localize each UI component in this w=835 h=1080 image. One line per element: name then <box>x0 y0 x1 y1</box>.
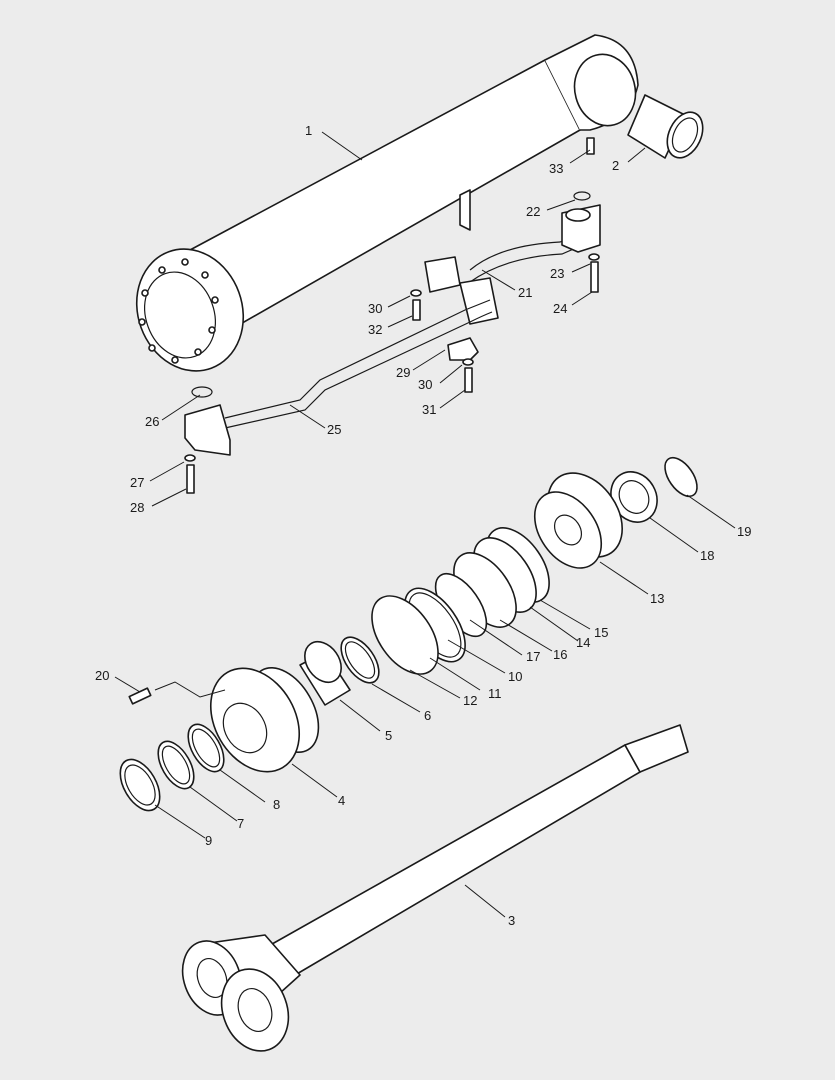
head-screw <box>128 687 152 705</box>
callout-9: 9 <box>205 833 212 848</box>
callout-31: 31 <box>422 402 436 417</box>
lower-pipe-assembly <box>184 299 493 456</box>
callout-16: 16 <box>553 647 567 662</box>
callout-12: 12 <box>463 693 477 708</box>
callout-19: 19 <box>737 524 751 539</box>
callout-2: 2 <box>612 158 619 173</box>
callout-20: 20 <box>95 668 109 683</box>
callout-33: 33 <box>549 161 563 176</box>
grease-nipple <box>586 137 595 155</box>
callout-15: 15 <box>594 625 608 640</box>
callout-labels: 1 2 3 4 5 6 7 8 9 10 11 12 13 14 15 16 1… <box>95 123 751 928</box>
callout-30-lower: 30 <box>418 377 432 392</box>
cylinder-head <box>209 666 320 773</box>
lower-bolts <box>184 358 474 494</box>
leader-lines <box>114 131 736 918</box>
callout-11: 11 <box>488 686 502 701</box>
callout-6: 6 <box>424 708 431 723</box>
upper-bolts <box>410 253 600 321</box>
pivot-bushing <box>627 94 704 159</box>
callout-28: 28 <box>130 500 144 515</box>
rod-rings <box>299 636 380 706</box>
callout-5: 5 <box>385 728 392 743</box>
callout-22: 22 <box>526 204 540 219</box>
callout-8: 8 <box>273 797 280 812</box>
callout-26: 26 <box>145 414 159 429</box>
callout-25: 25 <box>327 422 341 437</box>
callout-18: 18 <box>700 548 714 563</box>
callout-3: 3 <box>508 913 515 928</box>
callout-24: 24 <box>553 301 567 316</box>
callout-14: 14 <box>576 635 590 650</box>
flange-bolt-holes <box>138 258 219 364</box>
callout-10: 10 <box>508 669 522 684</box>
callout-32: 32 <box>368 322 382 337</box>
callout-21: 21 <box>518 285 532 300</box>
piston-seal-stack <box>371 456 698 675</box>
cylinder-tube <box>135 34 639 372</box>
callout-4: 4 <box>338 793 345 808</box>
callout-29: 29 <box>396 365 410 380</box>
callout-17: 17 <box>526 649 540 664</box>
piston-rod <box>181 724 689 1052</box>
callout-1: 1 <box>305 123 312 138</box>
callout-23: 23 <box>550 266 564 281</box>
callout-30-upper: 30 <box>368 301 382 316</box>
callout-7: 7 <box>237 816 244 831</box>
callout-27: 27 <box>130 475 144 490</box>
callout-13: 13 <box>650 591 664 606</box>
upper-pipe-assembly <box>424 191 601 325</box>
head-rings <box>119 723 225 812</box>
